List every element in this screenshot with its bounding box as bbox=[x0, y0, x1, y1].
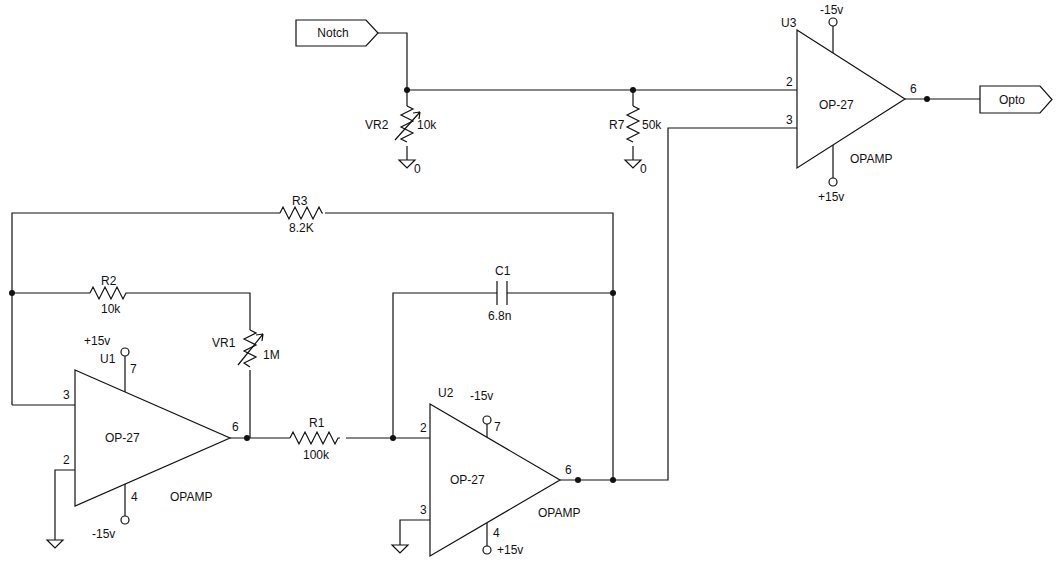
schematic-label: 100k bbox=[303, 448, 329, 462]
schematic-label: U2 bbox=[438, 386, 453, 400]
schematic-label: OPAMP bbox=[850, 152, 892, 166]
schematic-label: VR2 bbox=[365, 118, 388, 132]
schematic-label: 6.8n bbox=[488, 309, 511, 323]
schematic-label: 50k bbox=[642, 118, 661, 132]
ground-symbol bbox=[47, 540, 63, 548]
supply-terminal bbox=[829, 18, 837, 26]
supply-terminal bbox=[829, 178, 837, 186]
signal-name: Opto bbox=[999, 93, 1025, 107]
signal-name: Notch bbox=[317, 26, 348, 40]
opamp-triangle bbox=[75, 370, 230, 506]
ground-symbol bbox=[392, 545, 408, 553]
ground-symbol bbox=[399, 160, 415, 168]
opamp-symbol: OP-27 bbox=[430, 404, 560, 556]
wire bbox=[12, 405, 75, 540]
resistor-symbol bbox=[401, 106, 413, 142]
schematic-label: -15v bbox=[820, 3, 843, 17]
schematic-label: C1 bbox=[495, 264, 510, 278]
wire bbox=[632, 90, 633, 160]
ground-symbol bbox=[625, 160, 641, 168]
wire bbox=[905, 98, 980, 99]
schematic-label: 3 bbox=[420, 503, 427, 517]
schematic-label: U3 bbox=[781, 16, 796, 30]
schematic-label: 4 bbox=[131, 490, 138, 504]
schematic-label: OPAMP bbox=[538, 506, 580, 520]
schematic-label: 10k bbox=[417, 118, 436, 132]
part-number: OP-27 bbox=[819, 98, 854, 112]
schematic-label: 4 bbox=[493, 526, 500, 540]
offpage-connector: Opto bbox=[980, 86, 1052, 113]
resistor-symbol bbox=[280, 207, 323, 219]
schematic-label: R7 bbox=[609, 118, 624, 132]
wire bbox=[406, 90, 407, 160]
resistor-symbol bbox=[290, 432, 340, 444]
supply-terminal bbox=[121, 348, 129, 356]
schematic-label: OPAMP bbox=[170, 490, 212, 504]
wire bbox=[230, 437, 430, 438]
resistor-symbol bbox=[90, 287, 130, 299]
capacitor-symbol bbox=[497, 281, 507, 305]
supply-terminal bbox=[121, 516, 129, 524]
supply-terminal bbox=[483, 546, 491, 554]
resistor-symbol bbox=[244, 330, 256, 367]
schematic-label: R2 bbox=[101, 274, 116, 288]
schematic-label: +15v bbox=[818, 190, 844, 204]
schematic-label: -15v bbox=[470, 389, 493, 403]
opamp-triangle bbox=[430, 404, 560, 556]
schematic-label: 1M bbox=[263, 348, 280, 362]
schematic-label: 7 bbox=[130, 362, 137, 376]
resistor-symbol bbox=[627, 106, 639, 142]
schematic-label: R1 bbox=[309, 416, 324, 430]
schematic-label: R3 bbox=[292, 194, 307, 208]
schematic-label: 2 bbox=[420, 421, 427, 435]
opamp-symbol: OP-27 bbox=[797, 30, 905, 168]
wire bbox=[560, 128, 797, 480]
schematic-label: 2 bbox=[786, 75, 793, 89]
variable-arrow bbox=[395, 112, 420, 140]
schematic-label: 6 bbox=[565, 463, 572, 477]
part-number: OP-27 bbox=[450, 473, 485, 487]
schematic-label: +15v bbox=[84, 334, 110, 348]
wire bbox=[393, 293, 613, 438]
schematic-label: 0 bbox=[640, 162, 647, 176]
schematic-label: 2 bbox=[63, 453, 70, 467]
schematic-label: 3 bbox=[63, 388, 70, 402]
schematic-label: 0 bbox=[414, 162, 421, 176]
schematic-label: 10k bbox=[101, 302, 120, 316]
schematic-label: -15v bbox=[92, 527, 115, 541]
schematic-label: 6 bbox=[232, 420, 239, 434]
wire bbox=[378, 33, 797, 90]
schematic-label: 6 bbox=[910, 82, 917, 96]
part-number: OP-27 bbox=[105, 431, 140, 445]
offpage-connector: Notch bbox=[296, 20, 378, 46]
schematic-label: 7 bbox=[494, 420, 501, 434]
schematic-label: VR1 bbox=[212, 336, 235, 350]
supply-terminal bbox=[483, 416, 491, 424]
opamp-symbol: OP-27 bbox=[75, 370, 230, 506]
schematic-label: 3 bbox=[786, 113, 793, 127]
schematic-label: +15v bbox=[497, 543, 523, 557]
schematic-label: U1 bbox=[100, 352, 115, 366]
schematic-label: 8.2K bbox=[289, 221, 314, 235]
variable-arrow bbox=[238, 334, 263, 365]
